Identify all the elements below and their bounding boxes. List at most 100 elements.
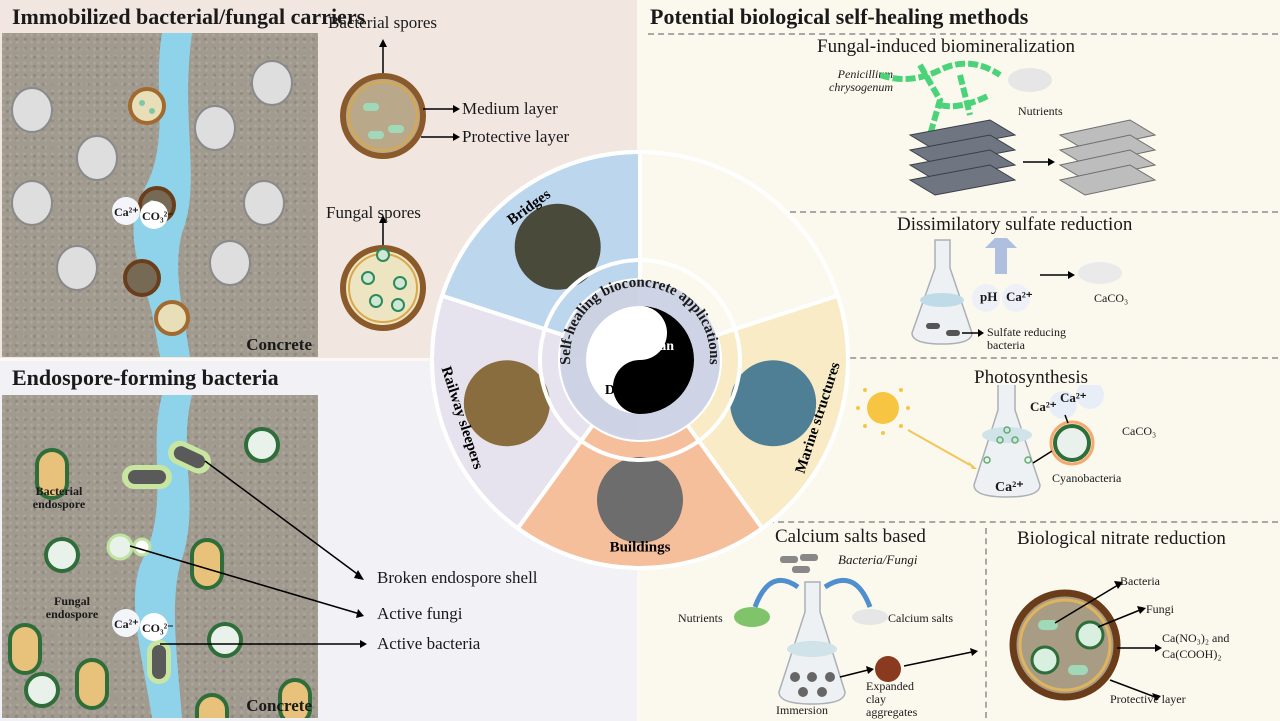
embedded-carrier xyxy=(194,105,236,151)
embedded-carrier xyxy=(76,135,118,181)
divider xyxy=(648,33,1278,35)
embedded-carrier xyxy=(209,240,251,286)
label-bacteria: Bacteria xyxy=(1120,574,1160,588)
fungal-biomineralization-illustration xyxy=(880,60,1157,196)
embedded-carrier xyxy=(11,180,53,226)
label-penicillium: Penicillium chrysogenum xyxy=(829,67,893,94)
section-title-nitrate: Biological nitrate reduction xyxy=(1017,528,1226,549)
label-sulfate-reducing-bacteria: Sulfate reducing bacteria xyxy=(987,325,1066,352)
endospore-pointer-arrows xyxy=(129,460,367,648)
carrier-capsule xyxy=(128,87,166,125)
applications-wheel: Tunnel liningsMarine structuresBuildings… xyxy=(430,150,850,570)
label-fungal-spores: Fungal spores xyxy=(326,203,421,222)
label-active-bacteria: Active bacteria xyxy=(377,634,481,653)
label-nutrients: Nutrients xyxy=(678,611,723,625)
section-title-photosynthesis: Photosynthesis xyxy=(974,367,1089,388)
label-expanded-clay: Expanded clay aggregates xyxy=(866,679,918,719)
label-protective-layer: Protective layer xyxy=(1110,692,1186,706)
label-broken-endospore-shell: Broken endospore shell xyxy=(377,568,538,587)
label-ca-ion-1: Ca²⁺ xyxy=(1030,399,1057,414)
wheel-label-buildings: Buildings xyxy=(610,539,671,555)
carbonate-ion-bubble xyxy=(140,613,168,641)
section-title-sulfate: Dissimilatory sulfate reduction xyxy=(897,214,1133,235)
concrete-image-top: Ca²⁺ CO₃²⁻ Concrete xyxy=(2,33,318,357)
fungal-endospore xyxy=(207,622,243,658)
active-bacterium xyxy=(167,440,211,474)
label-bacterial-endospore: Bacterial endospore xyxy=(32,484,86,511)
embedded-carrier xyxy=(243,180,285,226)
caco3-pile xyxy=(1078,262,1122,284)
fungal-endospore xyxy=(244,427,280,463)
bacterial-endospore xyxy=(35,448,69,500)
up-arrow-icon xyxy=(642,316,654,334)
label-ca-ion-flask: Ca²⁺ xyxy=(995,480,1024,495)
photo-railway-sleepers xyxy=(463,360,550,447)
carrier-detail-illustration xyxy=(340,39,460,331)
concrete-layers-after xyxy=(1058,119,1157,196)
fungal-endospore xyxy=(44,537,80,573)
divider xyxy=(800,357,1278,359)
section-title-calcium-salts: Calcium salts based xyxy=(775,526,926,547)
photosynthesis-illustration xyxy=(856,385,1104,498)
label-immersion: Immersion xyxy=(776,703,828,717)
label-cyanobacteria: Cyanobacteria xyxy=(1052,471,1122,485)
nitrate-reduction-illustration xyxy=(1009,581,1162,701)
photo-buildings xyxy=(597,457,683,543)
bacterial-carrier-detail xyxy=(340,73,426,159)
label-bacteria-fungi: Bacteria/Fungi xyxy=(838,552,918,567)
label-calcium-formate: Ca(COOH)₂ xyxy=(1162,647,1222,661)
panel-title-immobilized: Immobilized bacterial/fungal carriers xyxy=(12,4,366,29)
photo-bridges xyxy=(514,203,601,290)
active-fungus xyxy=(106,533,152,561)
sun-icon xyxy=(856,388,910,435)
active-bacterium xyxy=(147,640,171,684)
divider xyxy=(768,521,1278,523)
increase-arrow-icon xyxy=(985,238,1017,274)
calcium-ion-bubble xyxy=(112,197,140,225)
label-ca-ion-2: Ca²⁺ xyxy=(1060,390,1087,405)
label-medium-layer: Medium layer xyxy=(462,99,558,118)
divider xyxy=(790,211,1278,213)
carrier-capsule xyxy=(123,259,161,297)
concrete-label: Concrete xyxy=(246,696,312,715)
bacterial-endospore xyxy=(278,678,312,718)
panel-title-methods: Potential biological self-healing method… xyxy=(650,4,1029,29)
carbonate-ion: CO₃²⁻ xyxy=(142,209,174,223)
label-fungi: Fungi xyxy=(1146,602,1175,616)
concrete-label: Concrete xyxy=(246,335,312,354)
label-calcium-ion: Ca²⁺ xyxy=(1006,289,1033,304)
label-calcium-salts: Calcium salts xyxy=(888,611,953,625)
durability-label: Durability xyxy=(605,383,667,398)
section-title-fungal: Fungal-induced biomineralization xyxy=(817,36,1076,57)
bacterial-endospore xyxy=(75,658,109,710)
nutrients-pile xyxy=(734,607,770,627)
label-active-fungi: Active fungi xyxy=(377,604,463,623)
calcium-ion-bubble xyxy=(112,609,140,637)
nitrate-capsule xyxy=(1009,589,1121,701)
curved-arrow-icon xyxy=(752,577,800,608)
panel-title-endospore: Endospore-forming bacteria xyxy=(12,365,279,390)
cyanobacteria-cell xyxy=(1053,424,1091,462)
crack-illustration-top xyxy=(11,33,293,357)
label-protective-layer: Protective layer xyxy=(462,127,570,146)
expanded-clay-aggregate xyxy=(875,656,901,682)
flask-icon xyxy=(911,239,973,345)
label-calcium-nitrate: Ca(NO₃)₂ and xyxy=(1162,631,1230,645)
fungal-endospore xyxy=(24,672,60,708)
label-nutrients: Nutrients xyxy=(1018,104,1063,118)
label-ph: pH xyxy=(980,289,998,304)
calcium-ion: Ca²⁺ xyxy=(114,617,139,631)
fungal-hyphae xyxy=(880,60,1002,136)
up-arrow-icon xyxy=(630,362,642,380)
bacterial-endospore xyxy=(195,693,229,718)
embedded-carrier xyxy=(251,60,293,106)
lifespan-label: Lifespan xyxy=(622,339,674,354)
calcium-salts-pile xyxy=(852,609,888,625)
divider xyxy=(985,528,987,718)
label-caco3: CaCO₃ xyxy=(1122,424,1157,438)
sulfate-reduction-illustration xyxy=(911,238,1122,345)
photo-marine-structures xyxy=(730,360,817,447)
concrete-layers-before xyxy=(908,119,1017,196)
yin-yang-icon xyxy=(586,306,694,414)
embedded-carrier xyxy=(56,245,98,291)
